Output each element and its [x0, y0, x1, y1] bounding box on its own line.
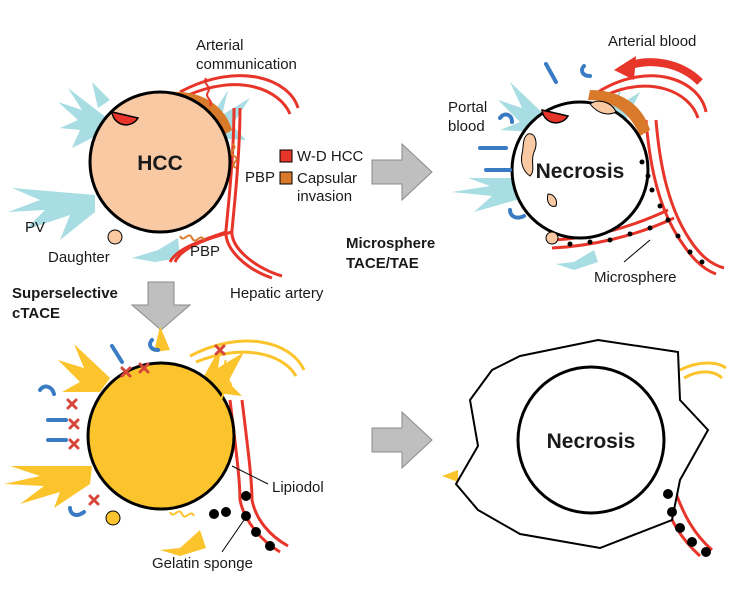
panel-complete-necrosis: Necrosis: [442, 338, 727, 558]
lipiodol-arterial-communication: [189, 339, 306, 371]
arterial-flow-arrow: [626, 58, 703, 85]
daughter-nodule: [107, 229, 123, 245]
panel-superselective-ctace: Superselective cTACE Lipiodol Gelatin sp…: [4, 285, 324, 572]
lipiodol-leader-line: [231, 465, 269, 485]
arterial-flow-arrowhead: [614, 56, 636, 80]
pbp-lower-plexus: [179, 234, 205, 242]
pbp-upper-plexus: [230, 143, 238, 169]
superselective-label-1: Superselective: [12, 285, 118, 302]
lipiodol-filled-tumor: [86, 361, 236, 511]
gelatin-sponge-leader-line: [221, 519, 245, 553]
lipiodol-arterial-remnant-2: [683, 370, 724, 380]
gelatin-sponge-particles: [209, 491, 275, 551]
lipiodol-filled-portal-branches: [4, 326, 244, 556]
superselective-label-2: cTACE: [12, 305, 60, 322]
panel-microsphere-tace: Necrosis Arterial blood Portal blood Mic…: [346, 33, 725, 286]
microsphere-particles: [567, 159, 705, 265]
arterial-blood-label: Arterial blood: [608, 33, 696, 50]
gelatin-sponge-particles: [663, 489, 711, 557]
lipiodol-portal-remnant: [442, 470, 458, 482]
hepatic-artery-label: Hepatic artery: [230, 285, 324, 302]
wd-hcc-region: [541, 109, 570, 124]
blocked-portal-flow-arrows: [38, 338, 160, 517]
microsphere-label: Microsphere: [594, 269, 677, 286]
hepatic-artery-branches: [551, 74, 725, 276]
portal-blood-label-1: Portal: [448, 99, 487, 116]
hepatic-artery-branches: [168, 74, 300, 280]
hcc-tumor: [88, 90, 232, 234]
lipiodol-label: Lipiodol: [272, 479, 324, 496]
lipiodol-pbp-lower: [169, 510, 195, 518]
legend-capsular-label-1: Capsular: [297, 170, 357, 187]
arterial-communication-vessel: [204, 77, 212, 107]
legend-wd-label: W-D HCC: [297, 148, 364, 165]
daughter-nodule: [545, 231, 559, 245]
legend-capsular-swatch: [279, 171, 293, 185]
arrow-to-microsphere: [371, 142, 433, 202]
arterial-communication-label-2: communication: [196, 56, 297, 73]
microsphere-leader-line: [623, 239, 651, 263]
embolized-portal-markers: [66, 344, 226, 506]
legend-wd-swatch: [279, 149, 293, 163]
necrotic-tumor: [516, 365, 666, 515]
lipiodol-pbp-upper: [218, 385, 225, 413]
pbp-upper-label: PBP: [245, 169, 275, 186]
lipiodol-daughter-nodule: [105, 510, 121, 526]
arrow-to-ctace: [130, 281, 192, 331]
pv-label: PV: [25, 219, 45, 236]
residual-viable-tissue: [521, 100, 617, 207]
necrosis-bottom-label: Necrosis: [547, 430, 636, 453]
gelatin-sponge-label: Gelatin sponge: [152, 555, 253, 572]
microsphere-method-label-1: Microsphere: [346, 235, 435, 252]
hcc-label: HCC: [137, 152, 183, 175]
lipiodol-arterial-remnant: [679, 361, 727, 372]
necrosis-top-label: Necrosis: [536, 160, 625, 183]
wd-hcc-region: [111, 111, 140, 126]
lipiodol-arterial-communication-2: [195, 350, 298, 377]
panel-untreated-hcc: HCC Arterial communication PBP PBP PV Da…: [8, 37, 324, 302]
arrow-to-necrosis: [371, 410, 433, 470]
legend-capsular-label-2: invasion: [297, 188, 352, 205]
legend: W-D HCC Capsular invasion: [279, 148, 364, 205]
portal-flow-arrows: [478, 62, 592, 220]
microsphere-method-label-2: TACE/TAE: [346, 255, 419, 272]
lipiodol-vessel-squiggle: [224, 359, 232, 389]
daughter-label: Daughter: [48, 249, 110, 266]
arterial-communication-label-1: Arterial: [196, 37, 244, 54]
portal-blood-label-2: blood: [448, 118, 485, 135]
pbp-lower-label: PBP: [190, 243, 220, 260]
